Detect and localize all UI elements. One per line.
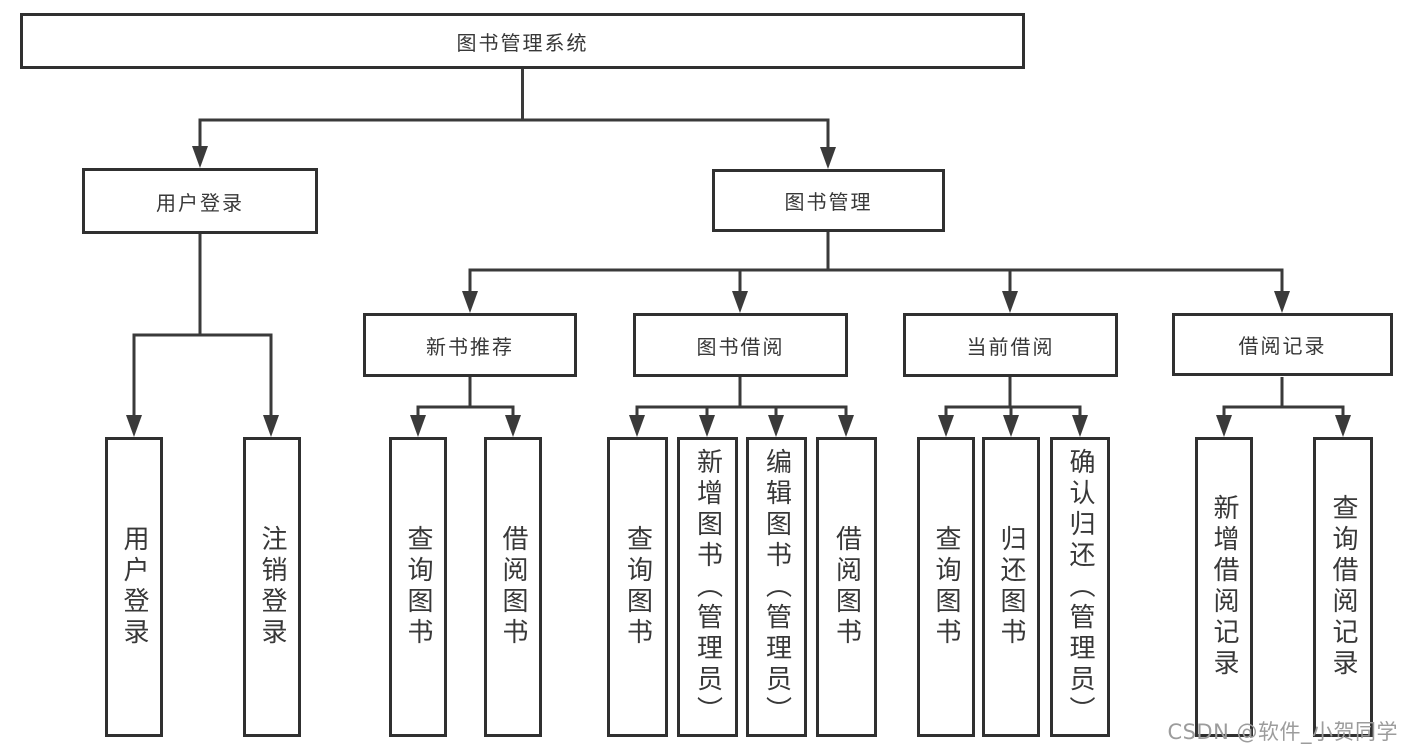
leaf-add-books-admin: 新增图书（管理员） [677,437,738,737]
leaf-label: 编辑图书（管理员） [761,447,792,727]
leaf-query-borrow-record: 查询借阅记录 [1313,437,1373,737]
leaf-label: 查询借阅记录 [1328,494,1358,680]
leaf-return-books: 归还图书 [982,437,1040,737]
leaf-label: 注销登录 [257,525,287,649]
leaf-edit-books-admin: 编辑图书（管理员） [746,437,807,737]
node-library-system: 图书管理系统 [20,13,1025,69]
leaf-query-books-3: 查询图书 [917,437,975,737]
node-book-borrowing: 图书借阅 [633,313,848,377]
leaf-user-login: 用户登录 [105,437,163,737]
leaf-label: 查询图书 [931,525,961,649]
leaf-logout: 注销登录 [243,437,301,737]
node-new-book-recommend: 新书推荐 [363,313,577,377]
leaf-label: 查询图书 [403,525,433,649]
leaf-borrow-books-1: 借阅图书 [484,437,542,737]
leaf-label: 借阅图书 [498,525,528,649]
leaf-query-books-1: 查询图书 [389,437,447,737]
leaf-confirm-return-admin: 确认归还（管理员） [1050,437,1110,737]
leaf-label: 新增图书（管理员） [692,447,723,727]
csdn-watermark: CSDN @软件_小贺同学 [1167,720,1398,744]
leaf-query-books-2: 查询图书 [607,437,668,737]
leaf-label: 查询图书 [622,525,653,649]
node-user-login: 用户登录 [82,168,318,234]
leaf-label: 用户登录 [119,525,149,649]
leaf-label: 借阅图书 [831,525,862,649]
node-borrowing-records: 借阅记录 [1172,313,1393,376]
leaf-add-borrow-record: 新增借阅记录 [1195,437,1253,737]
node-book-management: 图书管理 [712,169,945,232]
leaf-borrow-books-2: 借阅图书 [816,437,877,737]
leaf-label: 归还图书 [996,525,1026,649]
arrowheads [126,146,1351,437]
leaf-label: 确认归还（管理员） [1065,447,1095,727]
node-current-borrowing: 当前借阅 [903,313,1118,377]
leaf-label: 新增借阅记录 [1209,494,1239,680]
